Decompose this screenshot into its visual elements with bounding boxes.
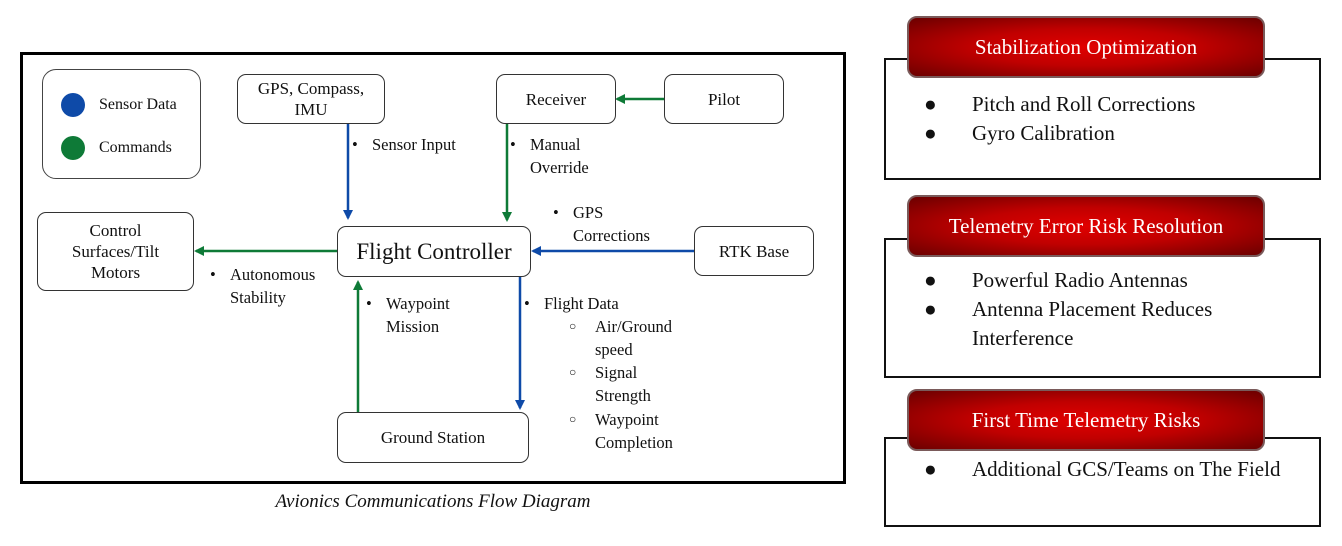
label-text: Mission — [386, 317, 440, 336]
panel-telemetry-error-list: ● Powerful Radio Antennas ● Antenna Placem… — [884, 266, 1304, 353]
diagram-frame — [20, 52, 846, 484]
node-receiver: Receiver — [496, 74, 616, 124]
node-gps-compass-imu: GPS, Compass, IMU — [237, 74, 385, 124]
bullet: • — [524, 294, 530, 313]
label-waypoint-mission: • Waypoint Mission — [366, 292, 450, 338]
label-sensor-input: • Sensor Input — [352, 133, 456, 156]
flight-data-item: ○ Air/Ground speed — [569, 315, 694, 361]
panel-stabilization-box — [884, 58, 1321, 180]
label-gps-corrections: • GPS Corrections — [553, 201, 650, 247]
bullet-icon: ● — [924, 457, 937, 481]
node-control-surfaces: Control Surfaces/Tilt Motors — [37, 212, 194, 291]
label-text: Flight Data — [544, 294, 619, 313]
item-text: Gyro Calibration — [972, 121, 1115, 145]
sub-bullet: ○ — [569, 365, 577, 379]
node-rtk-base: RTK Base — [694, 226, 814, 276]
green-dot-icon — [61, 136, 85, 160]
label-text: Override — [530, 158, 589, 177]
list-item: ● Powerful Radio Antennas — [884, 266, 1304, 295]
panel-telemetry-error-title: Telemetry Error Risk Resolution — [907, 195, 1265, 257]
list-item: ● Pitch and Roll Corrections — [884, 90, 1321, 119]
diagram-caption: Avionics Communications Flow Diagram — [275, 491, 591, 512]
list-item: ● Gyro Calibration — [884, 119, 1321, 148]
label-manual-override: • Manual Override — [510, 133, 589, 179]
bullet-icon: ● — [924, 268, 937, 292]
node-label: Flight Controller — [356, 239, 512, 264]
label-autonomous-stability: • Autonomous Stability — [210, 263, 315, 309]
node-ground-station: Ground Station — [337, 412, 529, 463]
node-pilot: Pilot — [664, 74, 784, 124]
label-text: Autonomous — [230, 265, 316, 284]
label-text: Stability — [230, 288, 286, 307]
list-item: ● Antenna Placement Reduces Interference — [884, 295, 1304, 353]
flight-data-item: ○ Signal Strength — [569, 361, 669, 407]
label-text: Air/Ground speed — [595, 317, 672, 359]
node-label: GPS, Compass, IMU — [257, 79, 365, 119]
item-text: Additional GCS/Teams on The Field — [972, 457, 1281, 481]
panel-stabilization-list: ● Pitch and Roll Corrections ● Gyro Calibr… — [884, 90, 1321, 148]
bullet: • — [553, 203, 559, 222]
legend-label: Sensor Data — [99, 96, 177, 113]
label-text: Signal Strength — [595, 363, 651, 405]
bullet: • — [366, 294, 372, 313]
flight-data-item: ○ Waypoint Completion — [569, 408, 694, 454]
legend-item-sensor-data: Sensor Data — [61, 93, 177, 117]
bullet-icon: ● — [924, 297, 937, 321]
bullet: • — [510, 135, 516, 154]
label-text: Waypoint — [386, 294, 450, 313]
panel-first-time-list: ● Additional GCS/Teams on The Field — [884, 455, 1304, 484]
legend-item-commands: Commands — [61, 136, 172, 160]
bullet-icon: ● — [924, 92, 937, 116]
legend: Sensor Data Commands — [42, 69, 201, 179]
panel-stabilization-title: Stabilization Optimization — [907, 16, 1265, 78]
label-text: Sensor Input — [372, 135, 456, 154]
panel-first-time-title: First Time Telemetry Risks — [907, 389, 1265, 451]
label-text: Manual — [530, 135, 581, 154]
node-label: RTK Base — [718, 241, 790, 261]
node-label: Ground Station — [380, 428, 486, 447]
label-text: GPS — [573, 203, 604, 222]
blue-dot-icon — [61, 93, 85, 117]
node-label: Pilot — [707, 89, 741, 109]
node-flight-controller: Flight Controller — [337, 226, 531, 277]
sub-bullet: ○ — [569, 412, 577, 426]
bullet: • — [210, 265, 216, 284]
sub-bullet: ○ — [569, 319, 577, 333]
label-flight-data: • Flight Data — [524, 292, 619, 315]
list-item: ● Additional GCS/Teams on The Field — [884, 455, 1304, 484]
label-text: Corrections — [573, 226, 650, 245]
item-text: Antenna Placement Reduces Interference — [972, 297, 1213, 350]
panel-telemetry-error-box — [884, 238, 1321, 378]
node-label: Receiver — [525, 89, 587, 109]
node-label: Control Surfaces/Tilt Motors — [71, 221, 160, 282]
legend-label: Commands — [99, 139, 172, 156]
bullet: • — [352, 135, 358, 154]
item-text: Pitch and Roll Corrections — [972, 92, 1196, 116]
bullet-icon: ● — [924, 121, 937, 145]
item-text: Powerful Radio Antennas — [972, 268, 1188, 292]
label-text: Waypoint Completion — [595, 410, 673, 452]
